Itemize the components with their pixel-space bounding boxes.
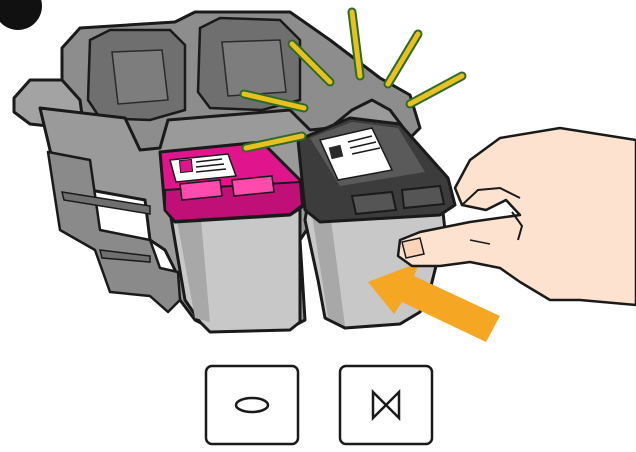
tricolor-cartridge-grip-left: [180, 180, 222, 200]
hand-fingernail: [402, 238, 424, 258]
snap-ray: [388, 34, 418, 84]
carriage-slot-left-inner: [112, 50, 168, 104]
black-cartridge-grip-right: [402, 186, 444, 208]
black-symbol-box: [340, 366, 432, 444]
tricolor-label-swatch: [179, 159, 192, 172]
snap-ray: [410, 76, 462, 104]
tricolor-cartridge-grip-right: [232, 176, 274, 196]
black-cartridge-grip-left: [352, 192, 396, 214]
tricolor-symbol-box: [206, 366, 298, 444]
carriage-slot-right-inner: [222, 40, 286, 96]
step-number: [2, 0, 34, 22]
